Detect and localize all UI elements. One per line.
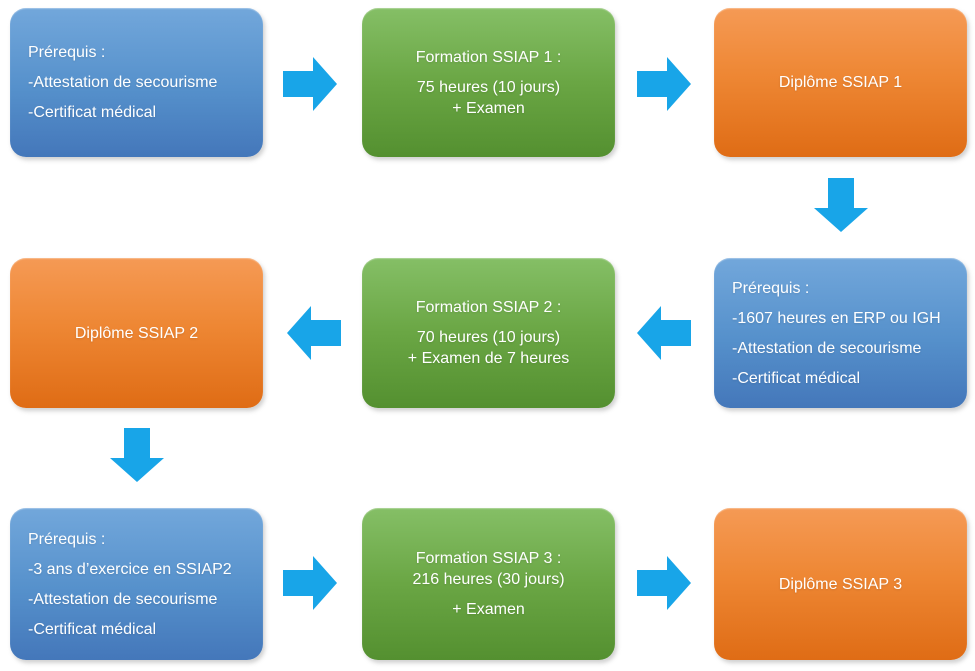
formation-ssiap1-text: Formation SSIAP 1 : 75 heures (10 jours)… <box>362 8 615 157</box>
diplome-ssiap3-box: Diplôme SSIAP 3 <box>714 508 967 660</box>
formation-details: 75 heures (10 jours) + Examen <box>417 77 560 119</box>
diplome-ssiap2-box: Diplôme SSIAP 2 <box>10 258 263 408</box>
formation-title: Formation SSIAP 1 : <box>415 48 562 66</box>
prerequis-item: -1607 heures en ERP ou IGH <box>732 309 941 327</box>
formation-hours: 70 heures (10 jours) <box>416 329 561 346</box>
prerequis-ssiap3-box: Prérequis : -3 ans d’exercice en SSIAP2 … <box>10 508 263 660</box>
prerequis-item: -Certificat médical <box>28 620 157 638</box>
arrow-right-icon <box>637 556 691 610</box>
arrow-right-icon <box>283 57 337 111</box>
arrow-right-icon <box>283 556 337 610</box>
prerequis-title: Prérequis : <box>28 44 106 61</box>
prerequis-title: Prérequis : <box>28 530 106 548</box>
formation-exam: + Examen <box>452 99 525 117</box>
diplome-label: Diplôme SSIAP 1 <box>778 74 903 91</box>
prerequis-ssiap1-box: Prérequis : -Attestation de secourisme -… <box>10 8 263 157</box>
formation-exam: + Examen <box>452 601 525 618</box>
formation-details: Formation SSIAP 3 : 216 heures (30 jours… <box>412 548 564 590</box>
prerequis-title: Prérequis : <box>732 279 810 297</box>
arrow-right-icon <box>637 57 691 111</box>
prerequis-item: -Attestation de secourisme <box>732 339 922 357</box>
formation-title: Formation SSIAP 3 : <box>415 550 562 567</box>
formation-ssiap3-box: Formation SSIAP 3 : 216 heures (30 jours… <box>362 508 615 660</box>
prerequis-item: -Certificat médical <box>732 369 861 387</box>
formation-hours: 216 heures (30 jours) <box>412 571 565 588</box>
formation-ssiap3-text: Formation SSIAP 3 : 216 heures (30 jours… <box>362 508 615 660</box>
prerequis-item: -3 ans d’exercice en SSIAP2 <box>28 560 232 578</box>
prerequis-item: -Attestation de secourisme <box>28 74 218 91</box>
diplome-label: Diplôme SSIAP 2 <box>74 324 199 342</box>
formation-details: 70 heures (10 jours) + Examen de 7 heure… <box>408 327 569 369</box>
prerequis-ssiap2-box: Prérequis : -1607 heures en ERP ou IGH -… <box>714 258 967 408</box>
diplome-label: Diplôme SSIAP 3 <box>778 575 903 593</box>
prerequis-ssiap3-text: Prérequis : -3 ans d’exercice en SSIAP2 … <box>10 508 263 660</box>
prerequis-ssiap1-text: Prérequis : -Attestation de secourisme -… <box>10 8 263 157</box>
arrow-left-icon <box>637 306 691 360</box>
formation-exam: + Examen de 7 heures <box>407 350 570 367</box>
prerequis-item: -Certificat médical <box>28 104 157 121</box>
formation-ssiap2-box: Formation SSIAP 2 : 70 heures (10 jours)… <box>362 258 615 408</box>
formation-hours: 75 heures (10 jours) <box>416 78 561 96</box>
prerequis-item: -Attestation de secourisme <box>28 590 218 608</box>
prerequis-ssiap2-text: Prérequis : -1607 heures en ERP ou IGH -… <box>714 258 967 408</box>
formation-ssiap1-box: Formation SSIAP 1 : 75 heures (10 jours)… <box>362 8 615 157</box>
formation-ssiap2-text: Formation SSIAP 2 : 70 heures (10 jours)… <box>362 258 615 408</box>
arrow-down-icon <box>110 428 164 482</box>
diplome-ssiap1-box: Diplôme SSIAP 1 <box>714 8 967 157</box>
arrow-left-icon <box>287 306 341 360</box>
arrow-down-icon <box>814 178 868 232</box>
formation-title: Formation SSIAP 2 : <box>415 299 562 316</box>
